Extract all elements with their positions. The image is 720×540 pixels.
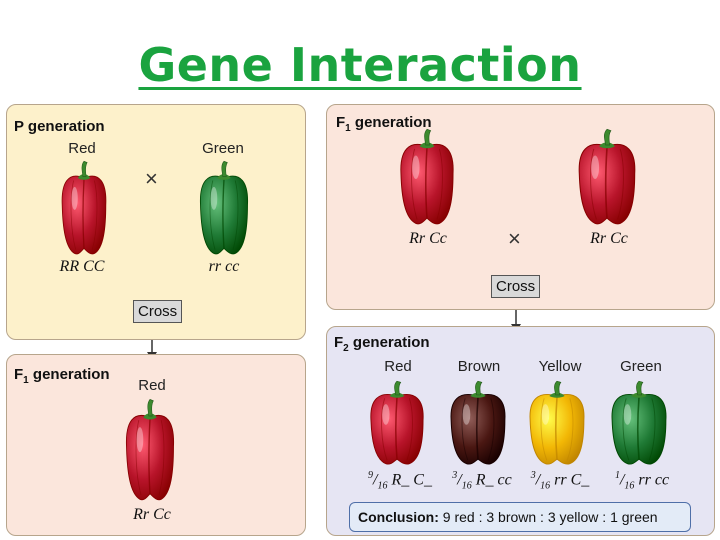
f2-red-label: Red [384,358,412,375]
f1-cross-box: Cross [491,275,541,298]
p-left-label: Red [68,140,96,157]
p-cross-symbol: × [145,166,158,191]
p-right-genotype: rr cc [208,258,240,275]
f2-green-ratio: 1/16 rr cc [614,470,670,492]
f2-yellow-ratio: 3/16 rr C_ [530,470,590,492]
p-cross-box: Cross [133,300,183,323]
pepper-red-icon [366,380,428,471]
f2-yellow-label: Yellow [538,358,582,375]
p-left-genotype: RR CC [59,258,105,275]
f2-brown-ratio: 3/16 R_ cc [452,470,512,492]
conclusion-label: Conclusion: [358,509,439,525]
pepper-green-icon [607,380,671,471]
pepper-red-icon [122,398,178,507]
f1-cross-title: F1 generation [336,114,432,134]
pepper-brown-icon [446,380,510,471]
f1-offspring-label: Red [138,377,166,394]
f1-right-genotype: Rr Cc [590,230,628,247]
page-title: Gene Interaction [138,38,582,92]
f2-green-label: Green [620,358,662,375]
pepper-red-icon [396,128,458,231]
conclusion-box: Conclusion: 9 red : 3 brown : 3 yellow :… [349,502,691,532]
f1-offspring-title: F1 generation [14,366,110,386]
f1-cross-symbol: × [508,226,521,251]
pepper-green-icon [196,160,252,261]
f2-brown-label: Brown [457,358,501,375]
p-generation-title: P generation [14,118,105,135]
conclusion-text: 9 red : 3 brown : 3 yellow : 1 green [442,509,658,525]
f2-generation-title: F2 generation [334,334,430,354]
pepper-yellow-icon [525,380,589,471]
f1-offspring-genotype: Rr Cc [133,506,171,523]
p-right-label: Green [202,140,244,157]
pepper-red-icon [574,128,640,231]
pepper-red-icon [58,160,110,261]
f2-red-ratio: 9/16 R_ C_ [368,470,432,492]
f1-left-genotype: Rr Cc [409,230,447,247]
